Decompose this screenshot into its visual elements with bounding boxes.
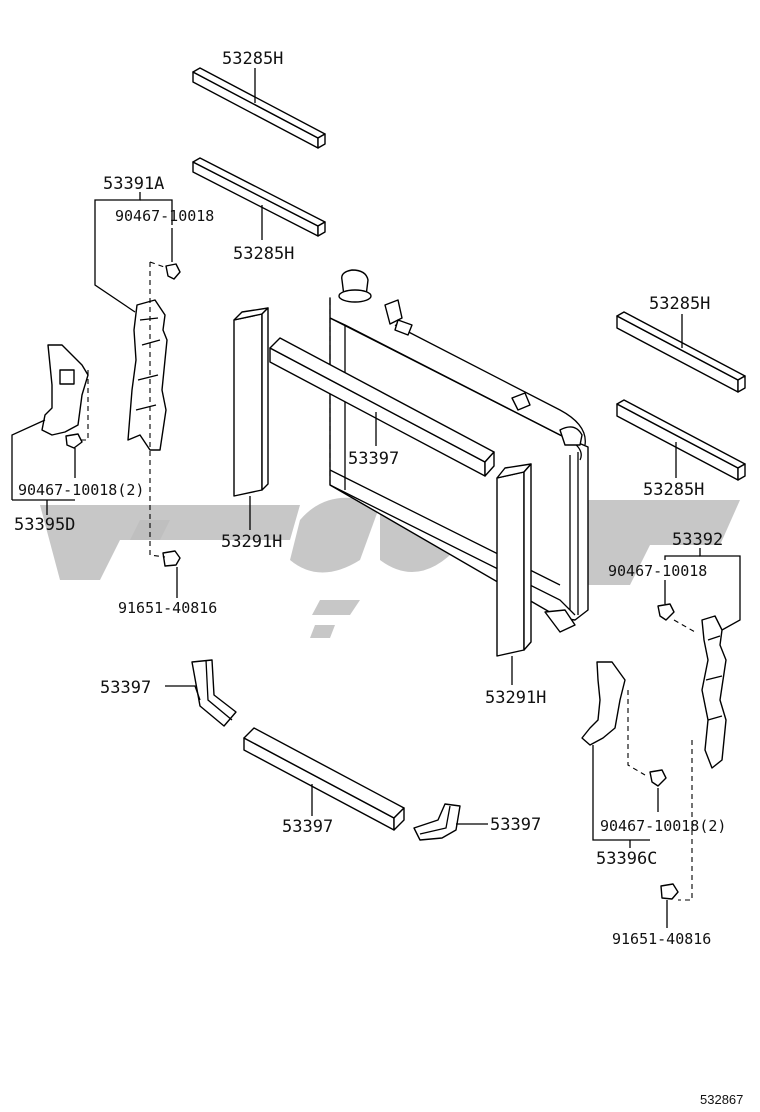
label-53285h-top-1: 53285H: [222, 49, 283, 69]
label-53285h-right-2: 53285H: [643, 480, 704, 500]
bolt-icon: [162, 550, 181, 567]
label-clip-lower-left: 90467-10018(2): [18, 481, 144, 499]
seal-53291h-right: [496, 463, 532, 657]
label-53391a: 53391A: [103, 174, 164, 194]
label-clip-upper-left: 90467-10018: [115, 207, 214, 225]
clip-icon: [649, 769, 667, 787]
clip-icon: [657, 603, 675, 621]
label-53291h-left: 53291H: [221, 532, 282, 552]
bolt-icon: [660, 883, 679, 900]
seal-53397-lower-left-bracket: [191, 659, 237, 727]
seal-53285h-right-2: [616, 399, 746, 481]
clip-icon: [165, 263, 181, 280]
label-53397-lower-center: 53397: [282, 817, 333, 837]
label-53285h-right-1: 53285H: [649, 294, 710, 314]
label-53291h-right: 53291H: [485, 688, 546, 708]
radiator-support-right: [701, 615, 727, 769]
label-53397-lower-right: 53397: [490, 815, 541, 835]
label-clip-lower-right: 90467-10018(2): [600, 817, 726, 835]
seal-53397-center: [269, 337, 495, 477]
clip-icon: [65, 433, 83, 449]
label-bolt-left: 91651-40816: [118, 599, 217, 617]
seal-53285h-top-2: [192, 157, 326, 237]
label-53396c: 53396C: [596, 849, 657, 869]
seal-53397-lower-center: [243, 727, 405, 831]
seal-53397-lower-right-bracket: [413, 803, 461, 841]
label-53395d: 53395D: [14, 515, 75, 535]
radiator-support-left: [127, 299, 168, 451]
label-53397-lower-left: 53397: [100, 678, 151, 698]
label-53392: 53392: [672, 530, 723, 550]
seal-53285h-top-1: [192, 67, 326, 149]
air-guide-right: [581, 661, 626, 746]
label-53285h-top-2: 53285H: [233, 244, 294, 264]
label-bolt-right: 91651-40816: [612, 930, 711, 948]
seal-53291h-left: [233, 307, 269, 497]
label-53397-center: 53397: [348, 449, 399, 469]
seal-53285h-right-1: [616, 311, 746, 393]
figure-number: 532867: [700, 1092, 743, 1107]
label-clip-upper-right: 90467-10018: [608, 562, 707, 580]
air-guide-left: [41, 344, 89, 436]
